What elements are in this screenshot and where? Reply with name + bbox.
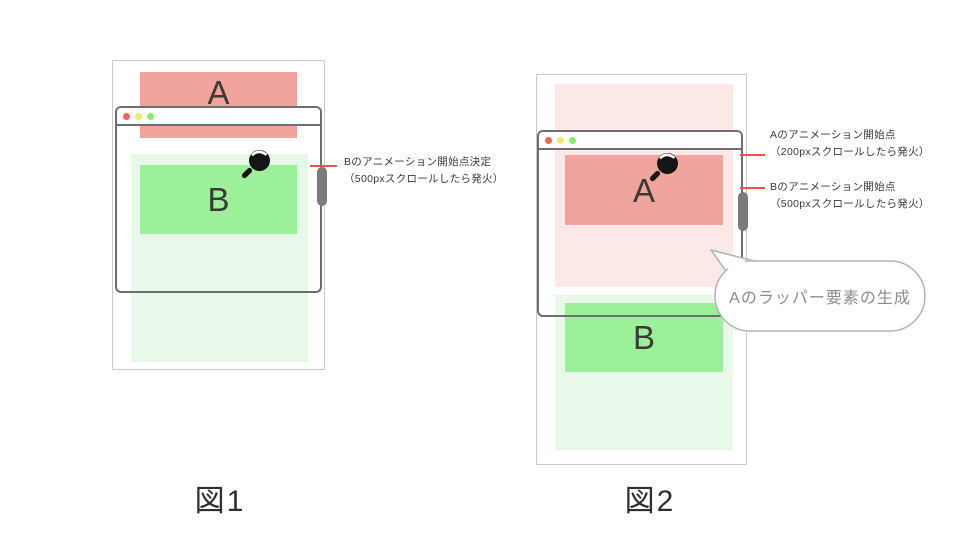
- fig1-scrollbar-thumb: [317, 167, 327, 206]
- fig1-annotation-line1: Bのアニメーション開始点決定: [344, 156, 492, 168]
- fig2-block-b-label: B: [632, 319, 655, 356]
- fig1-caption: 図1: [194, 485, 246, 518]
- fig1-annotation-line2: （500pxスクロールしたら発火）: [344, 173, 504, 185]
- fig2-annotation-a-line1: Aのアニメーション開始点: [770, 129, 896, 141]
- fig2-annotation-b-line1: Bのアニメーション開始点: [770, 181, 896, 193]
- fig2-browser-titlebar: [539, 132, 741, 150]
- fullscreen-icon: [569, 136, 576, 144]
- fig2-annotation-a-line2: （200pxスクロールしたら発火）: [770, 146, 930, 158]
- fig2-annotation-b-leader-line: [740, 187, 765, 189]
- fig2-annotation-a: Aのアニメーション開始点 （200pxスクロールしたら発火）: [770, 127, 930, 161]
- fig1-block-b: B: [140, 165, 297, 234]
- fig2-caption: 図2: [624, 485, 676, 518]
- fig1-browser-window: [115, 106, 322, 293]
- fig1-annotation-leader-line: [310, 165, 337, 167]
- fig2-block-a-label: A: [632, 171, 655, 209]
- fig1-block-a: A: [140, 72, 297, 138]
- magnifier-icon: [241, 150, 270, 179]
- minimize-icon: [557, 136, 564, 144]
- fig2-scrollbar-thumb: [738, 192, 748, 231]
- fig2-browser-window: [537, 130, 743, 317]
- speech-bubble-text: Aのラッパー要素の生成: [729, 290, 911, 307]
- fig1-annotation: Bのアニメーション開始点決定 （500pxスクロールしたら発火）: [344, 154, 504, 188]
- speech-bubble: [710, 249, 926, 332]
- close-icon: [545, 136, 552, 144]
- fig2-block-a: A: [565, 155, 723, 225]
- fig1-block-a-label: A: [207, 74, 230, 111]
- fig2-annotation-b: Bのアニメーション開始点 （500pxスクロールしたら発火）: [770, 179, 930, 213]
- fig1-block-b-label: B: [207, 181, 230, 218]
- minimize-icon: [135, 112, 142, 120]
- fig2-annotation-a-leader-line: [740, 154, 765, 156]
- fig2-block-b: B: [565, 303, 723, 372]
- fig1-browser-titlebar: [117, 108, 320, 126]
- fullscreen-icon: [147, 112, 154, 120]
- close-icon: [123, 112, 130, 120]
- magnifier-icon: [649, 153, 678, 182]
- fig2-annotation-b-line2: （500pxスクロールしたら発火）: [770, 198, 930, 210]
